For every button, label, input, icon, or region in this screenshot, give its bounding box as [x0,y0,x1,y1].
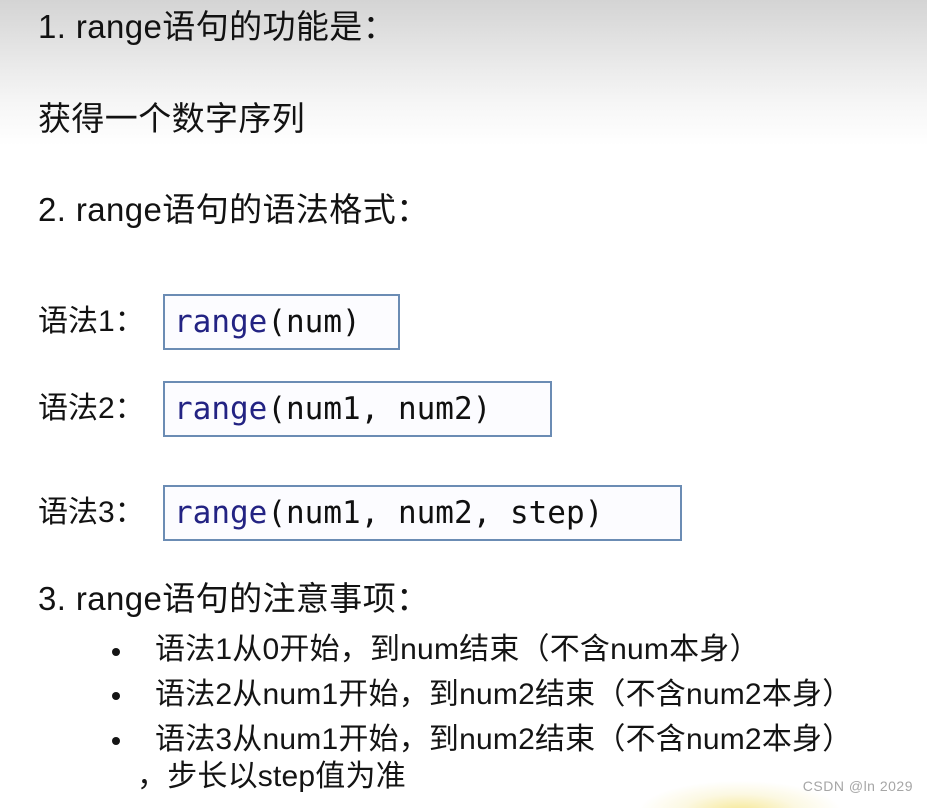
list-item: 语法1从0开始，到num结束（不含num本身） [0,632,927,669]
syntax-row-2: 语法2： range(num1, num2) [38,381,552,437]
list-item-text-continuation: ，步长以step值为准 [137,759,406,793]
code-keyword-1: range [174,303,268,340]
list-item-text: 语法1从0开始，到num结束（不含num本身） [155,633,760,666]
section-answer-1: 获得一个数字序列 [38,100,306,137]
list-item: 语法3从num1开始，到num2结束（不含num2本身） ，步长以step值为准 [0,722,927,796]
section-heading-2: 2. range语句的语法格式： [38,191,430,228]
syntax-label-2: 语法2： [38,392,145,425]
list-item-text: 语法3从num1开始，到num2结束（不含num2本身） [155,722,853,756]
code-args-3: (num1, num2, step) [267,494,604,531]
section-heading-1: 1. range语句的功能是： [38,8,397,45]
code-box-2: range(num1, num2) [163,381,552,437]
code-args-2: (num1, num2) [267,390,492,427]
notes-list: 语法1从0开始，到num结束（不含num本身） 语法2从num1开始，到num2… [0,632,927,804]
syntax-label-1: 语法1： [38,305,145,338]
code-box-1: range(num) [163,294,400,350]
code-args-1: (num) [267,303,361,340]
code-keyword-3: range [174,494,268,531]
syntax-row-1: 语法1： range(num) [38,294,400,350]
list-item-text: 语法2从num1开始，到num2结束（不含num2本身） [155,677,853,711]
list-item: 语法2从num1开始，到num2结束（不含num2本身） [0,677,927,714]
bullet-icon [112,737,120,746]
syntax-row-3: 语法3： range(num1, num2, step) [38,485,682,541]
watermark: CSDN @ln 2029 [802,778,913,794]
code-box-3: range(num1, num2, step) [163,485,682,541]
syntax-label-3: 语法3： [38,496,145,529]
code-keyword-2: range [174,390,268,427]
bullet-icon [112,692,120,701]
section-heading-3: 3. range语句的注意事项： [38,580,430,617]
bullet-icon [112,647,120,656]
